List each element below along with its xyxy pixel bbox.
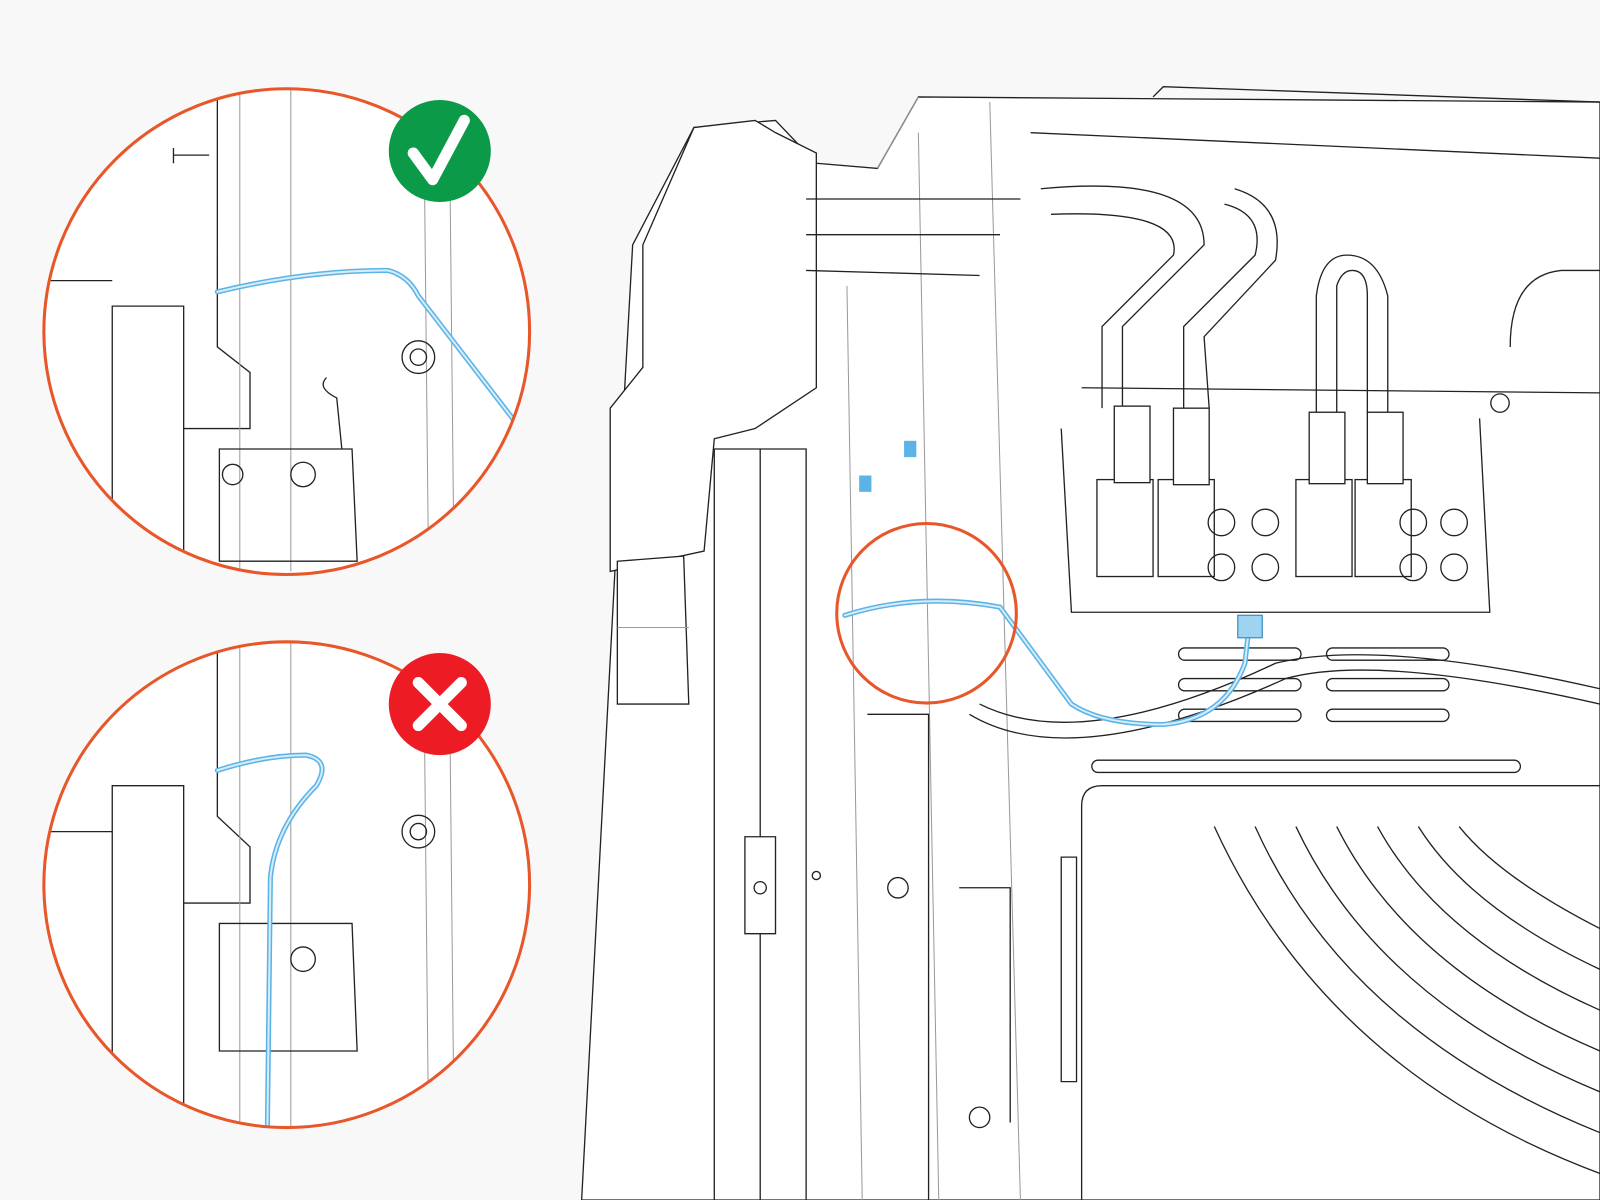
cable-plug: [1237, 614, 1263, 639]
callout-correct: [42, 87, 532, 577]
highlight-ring: [835, 521, 1018, 705]
callout-ring: [42, 640, 532, 1130]
terminal-nuts: [1207, 508, 1469, 582]
callout-incorrect: [42, 640, 532, 1130]
vent-slots: [1091, 647, 1522, 774]
machine-assembly: [580, 86, 1600, 1200]
checkmark-icon: [388, 100, 491, 203]
x-mark-icon: [388, 653, 491, 756]
fan-grille: [1213, 826, 1600, 1175]
callout-ring: [42, 87, 532, 577]
blue-connector: [904, 440, 917, 458]
sensor-cable-routed: [842, 598, 1263, 728]
blue-connector: [859, 475, 872, 492]
